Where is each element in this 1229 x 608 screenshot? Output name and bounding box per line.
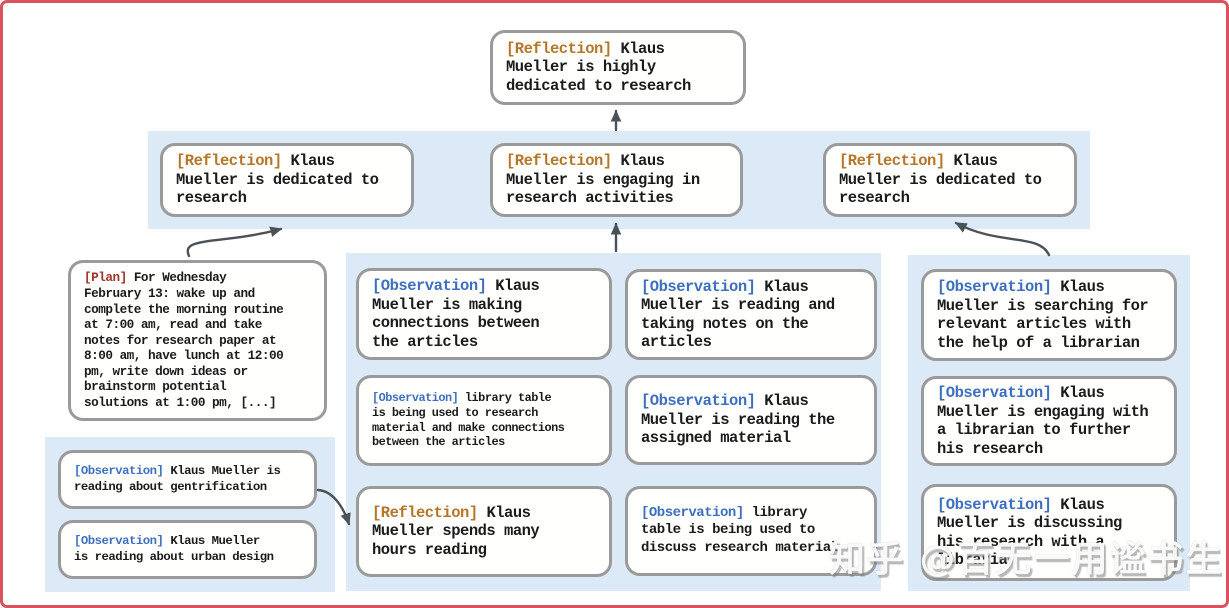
node-text: Klaus Mueller is reading about gentrific… [74,463,281,494]
node-text: Klaus Mueller is reading the assigned ma… [641,392,835,448]
node-observation-engaging-librarian: [Observation] Klaus Mueller is engaging … [921,376,1177,466]
zhihu-watermark: 知乎 @百无一用谧书生 [829,539,1224,580]
node-text: library table is being used to research … [372,391,565,450]
node-observation-searching-articles: [Observation] Klaus Mueller is searching… [921,269,1177,361]
node-reflection-1: [Reflection] Klaus Mueller is dedicated … [160,143,414,217]
node-text: For Wednesday February 13: wake up and c… [84,270,284,411]
node-text: Klaus Mueller is discussing his research… [937,495,1122,570]
reflection-tag: [Reflection] [372,503,478,522]
node-observation-discussing-research: [Observation] Klaus Mueller is discussin… [921,484,1177,581]
node-reflection-hours-reading: [Reflection] Klaus Mueller spends many h… [356,486,612,577]
node-plan: [Plan] For Wednesday February 13: wake u… [68,260,327,421]
observation-tag: [Observation] [372,277,487,295]
node-reflection-3: [Reflection] Klaus Mueller is dedicated … [823,143,1077,217]
reflection-tag: [Reflection] [176,152,282,171]
node-observation-gentrification: [Observation] Klaus Mueller is reading a… [58,450,317,509]
node-text: library table is being used to discuss r… [641,504,839,556]
node-observation-urban-design: [Observation] Klaus Mueller is reading a… [58,520,317,579]
node-text: Klaus Mueller is making connections betw… [372,277,540,351]
reflection-tag: [Reflection] [506,152,612,171]
node-text: Klaus Mueller is reading about urban des… [74,533,274,564]
observation-tag: [Observation] [937,495,1052,514]
reflection-tag: [Reflection] [839,152,945,171]
observation-tag: [Observation] [372,391,459,406]
observation-tag: [Observation] [641,392,756,411]
node-text: Klaus Mueller is searching for relevant … [937,278,1149,352]
node-observation-connections: [Observation] Klaus Mueller is making co… [356,268,612,360]
arrow-plan-to-reflection1 [186,226,283,258]
node-reflection-2: [Reflection] Klaus Mueller is engaging i… [490,143,743,217]
observation-tag: [Observation] [74,463,164,478]
observation-tag: [Observation] [937,384,1052,402]
node-text: Klaus Mueller is reading and taking note… [641,277,835,352]
node-text: Klaus Mueller is engaging with a librari… [937,384,1149,458]
node-text: Klaus Mueller spends many hours reading [372,503,540,559]
node-observation-library-table-research: [Observation] library table is being use… [356,375,612,466]
node-text: Klaus Mueller is dedicated to research [839,152,1042,208]
node-observation-taking-notes: [Observation] Klaus Mueller is reading a… [625,269,877,360]
node-text: Klaus Mueller is dedicated to research [176,152,379,208]
observation-tag: [Observation] [74,533,164,548]
plan-tag: [Plan] [84,270,127,286]
observation-tag: [Observation] [937,278,1052,296]
observation-tag: [Observation] [641,277,756,296]
node-observation-library-table-discuss: [Observation] library table is being use… [625,486,877,576]
node-observation-assigned-material: [Observation] Klaus Mueller is reading t… [625,375,877,465]
node-text: Klaus Mueller is engaging in research ac… [506,152,700,208]
reflection-tag: [Reflection] [506,39,612,58]
node-text: Klaus Mueller is highly dedicated to res… [506,39,691,95]
node-reflection-root: [Reflection] Klaus Mueller is highly ded… [490,30,746,105]
observation-tag: [Observation] [641,504,744,521]
